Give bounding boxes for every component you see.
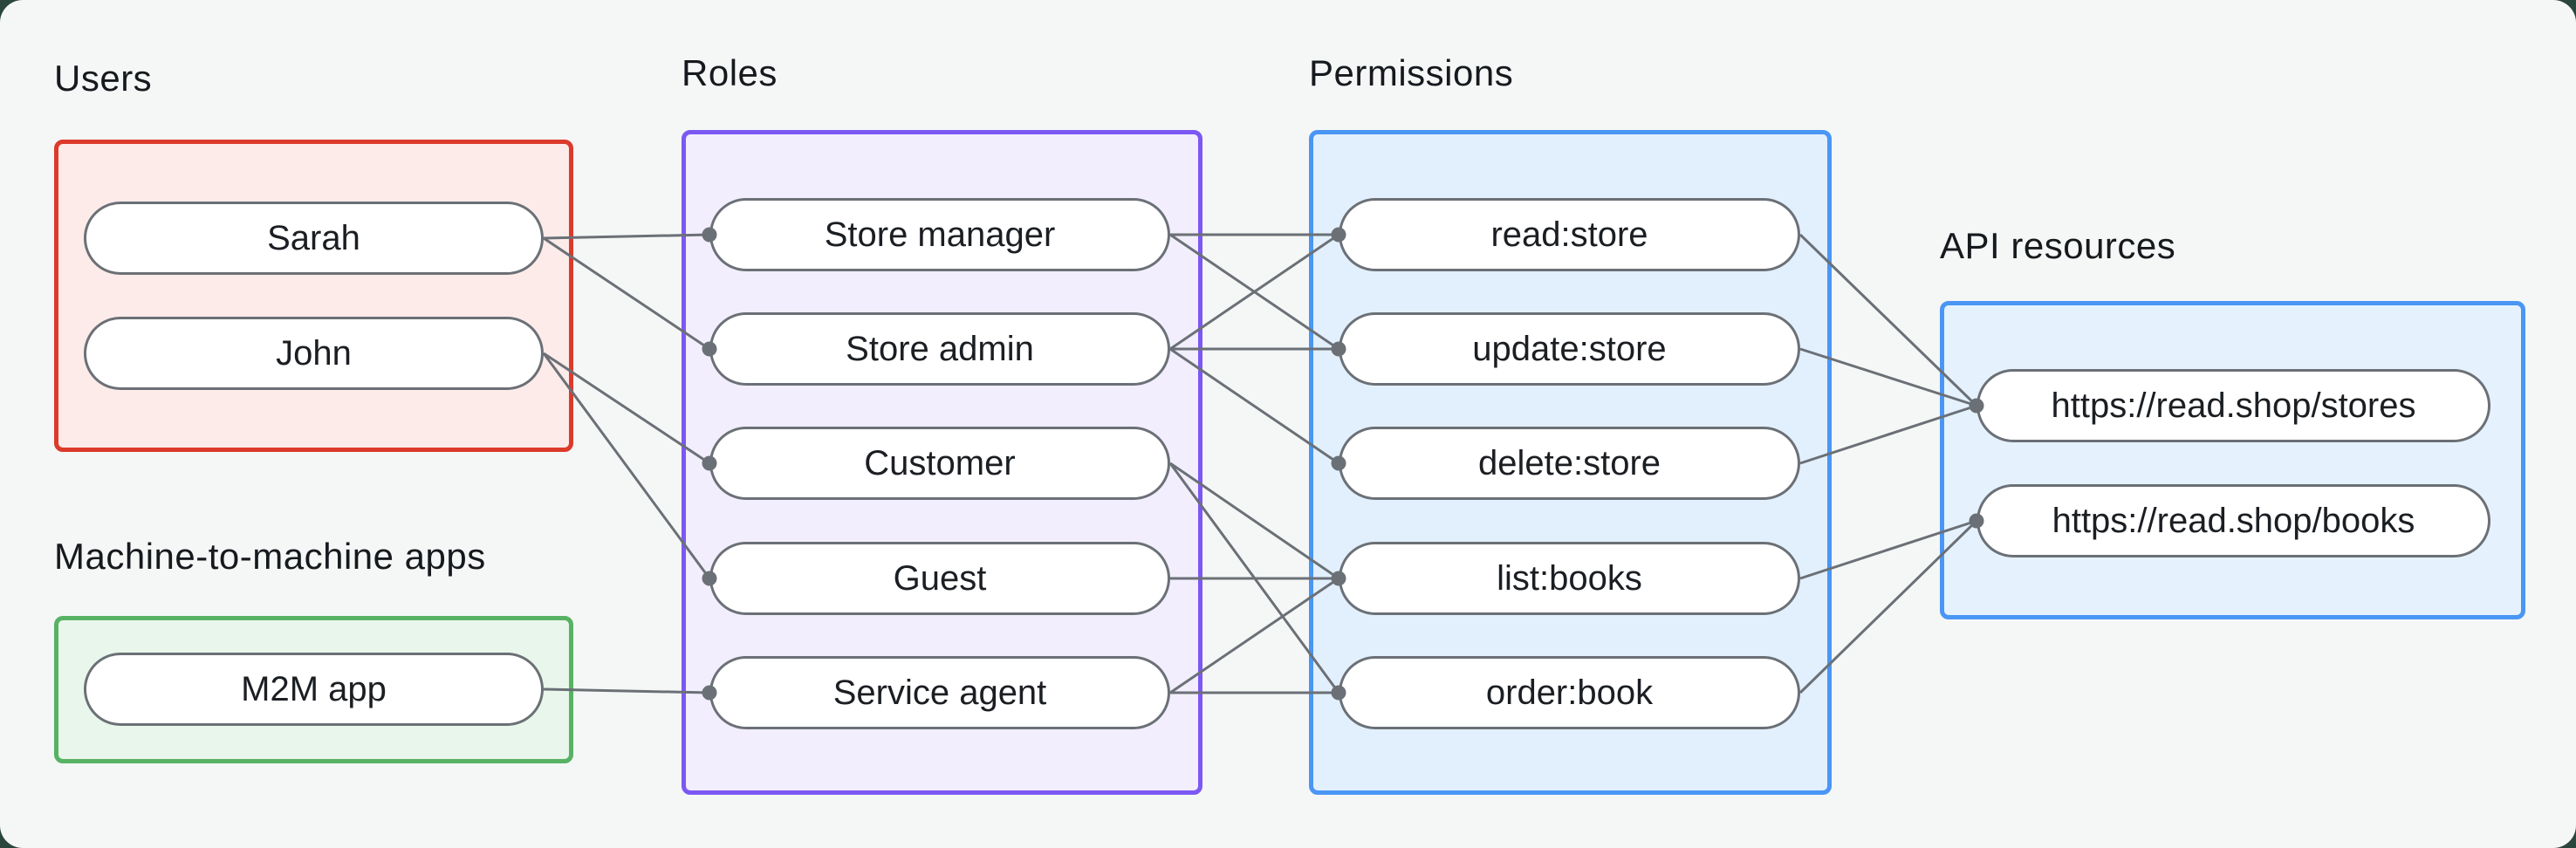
group-api-box (1940, 301, 2525, 619)
node-store-manager: Store manager (709, 198, 1170, 271)
group-users-box (54, 140, 573, 452)
node-customer: Customer (709, 427, 1170, 500)
node-update-store: update:store (1339, 312, 1800, 386)
node-read-store: read:store (1339, 198, 1800, 271)
node-store-admin: Store admin (709, 312, 1170, 386)
node-order-book: order:book (1339, 656, 1800, 729)
group-users-label: Users (54, 58, 153, 99)
node-guest: Guest (709, 542, 1170, 615)
node-service-agent: Service agent (709, 656, 1170, 729)
node-m2m-app: M2M app (84, 653, 544, 726)
node-delete-store: delete:store (1339, 427, 1800, 500)
node-sarah: Sarah (84, 202, 544, 275)
group-api-label: API resources (1940, 225, 2176, 266)
node-list-books: list:books (1339, 542, 1800, 615)
node-stores-api: https://read.shop/stores (1977, 369, 2490, 442)
group-m2m-label: Machine-to-machine apps (54, 536, 486, 577)
group-roles-label: Roles (682, 52, 778, 93)
node-john: John (84, 317, 544, 390)
node-books-api: https://read.shop/books (1977, 484, 2490, 557)
group-permissions-label: Permissions (1309, 52, 1514, 93)
